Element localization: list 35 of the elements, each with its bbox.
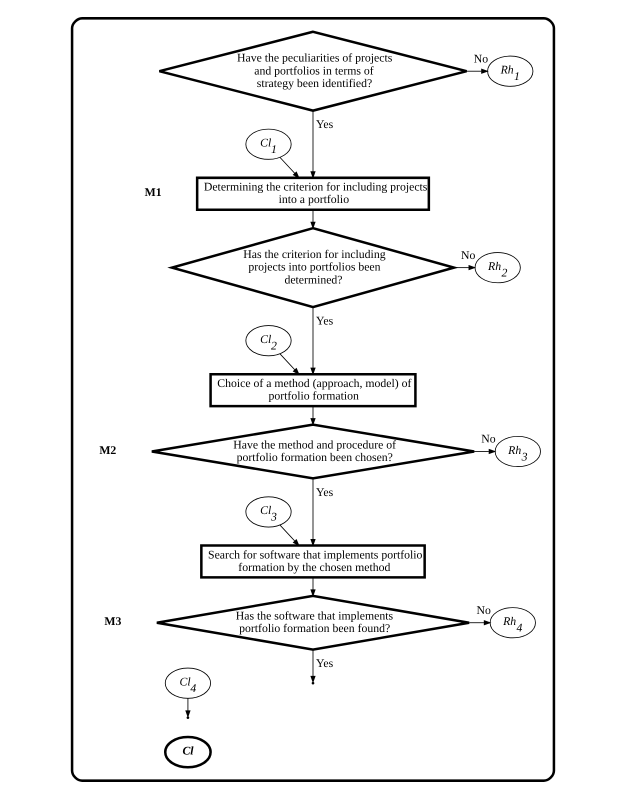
arrow xyxy=(473,448,496,454)
arrow xyxy=(310,306,316,376)
node-diamond: Has the software that implements portfolio formation been found? xyxy=(155,594,470,651)
node-diamond: Have the peculiarities of projects and portfolios in terms of strategy been identified? xyxy=(158,30,468,112)
arrow xyxy=(310,406,316,426)
edge-label: Yes xyxy=(316,657,333,670)
node-diamond: Has the criterion for including projects into portfolios been determined? xyxy=(166,226,458,308)
edge-label: Yes xyxy=(316,314,333,328)
arrow xyxy=(279,156,300,179)
node-box: Determining the criterion for including projects into a portfolio xyxy=(195,176,430,211)
node-box: Choice of a method (approach, model) of portfolio formation xyxy=(208,373,416,408)
edge-label: No xyxy=(480,432,496,446)
arrow xyxy=(184,698,190,718)
arrow xyxy=(310,478,316,547)
arrow xyxy=(468,620,491,626)
arrow xyxy=(279,524,300,546)
edge-label: No xyxy=(476,604,490,617)
arrow xyxy=(310,110,316,179)
arrow xyxy=(466,68,488,74)
arrow xyxy=(279,353,300,376)
edge-label: No xyxy=(460,248,475,262)
label: M3 xyxy=(104,614,121,628)
edge-label: No xyxy=(473,52,488,66)
label: M1 xyxy=(144,186,162,200)
label: M2 xyxy=(98,444,116,457)
arrow xyxy=(310,210,316,230)
node-box: Search for software that implements portfolio formation by the chosen method xyxy=(200,544,426,579)
cluster xyxy=(70,17,555,782)
node-diamond: Have the method and procedure of portfolio formation been chosen? xyxy=(150,423,475,480)
arrow xyxy=(310,577,316,597)
edge-label: Yes xyxy=(316,486,333,499)
arrow xyxy=(310,649,316,684)
edge-label: Yes xyxy=(316,118,333,132)
arrow xyxy=(453,264,476,270)
node-ellipse: Cl xyxy=(164,736,212,769)
